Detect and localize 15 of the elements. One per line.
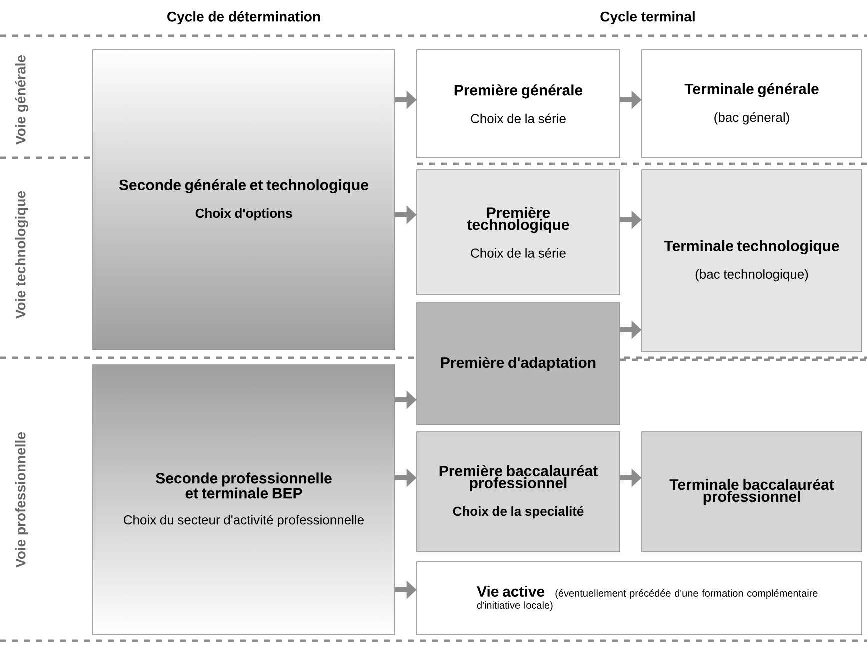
stage-box: Première technologique Choix de la série xyxy=(416,170,620,296)
column-heading: Cycle terminal xyxy=(600,11,695,25)
stage-box: Terminale technologique (bac technologique) xyxy=(642,170,862,352)
column-heading: Cycle de détermination xyxy=(168,11,320,25)
stage-box: Première d'adaptation xyxy=(416,302,620,426)
stage-box: Première générale Choix de la série xyxy=(416,50,620,158)
stage-box: Seconde générale et technologique Choix d'options xyxy=(92,50,396,350)
stage-box: Seconde professionnelle et terminale BEP Choix du secteur d'activité professionnelle xyxy=(92,364,396,636)
stage-box: Terminale générale (bac géneral) xyxy=(642,50,862,158)
stage-box: Vie active (éventuellement précédée d'une formation complémentaire d'initiative locale) xyxy=(416,562,862,636)
stage-box: Terminale baccalauréat professionnel xyxy=(642,432,862,552)
stage-box: Première baccalauréat professionnel Choix de la specialité xyxy=(416,432,620,552)
row-heading: Voie professionnelle xyxy=(15,432,29,568)
row-heading: Voie technologique xyxy=(15,191,29,319)
row-heading: Voie générale xyxy=(15,56,29,145)
